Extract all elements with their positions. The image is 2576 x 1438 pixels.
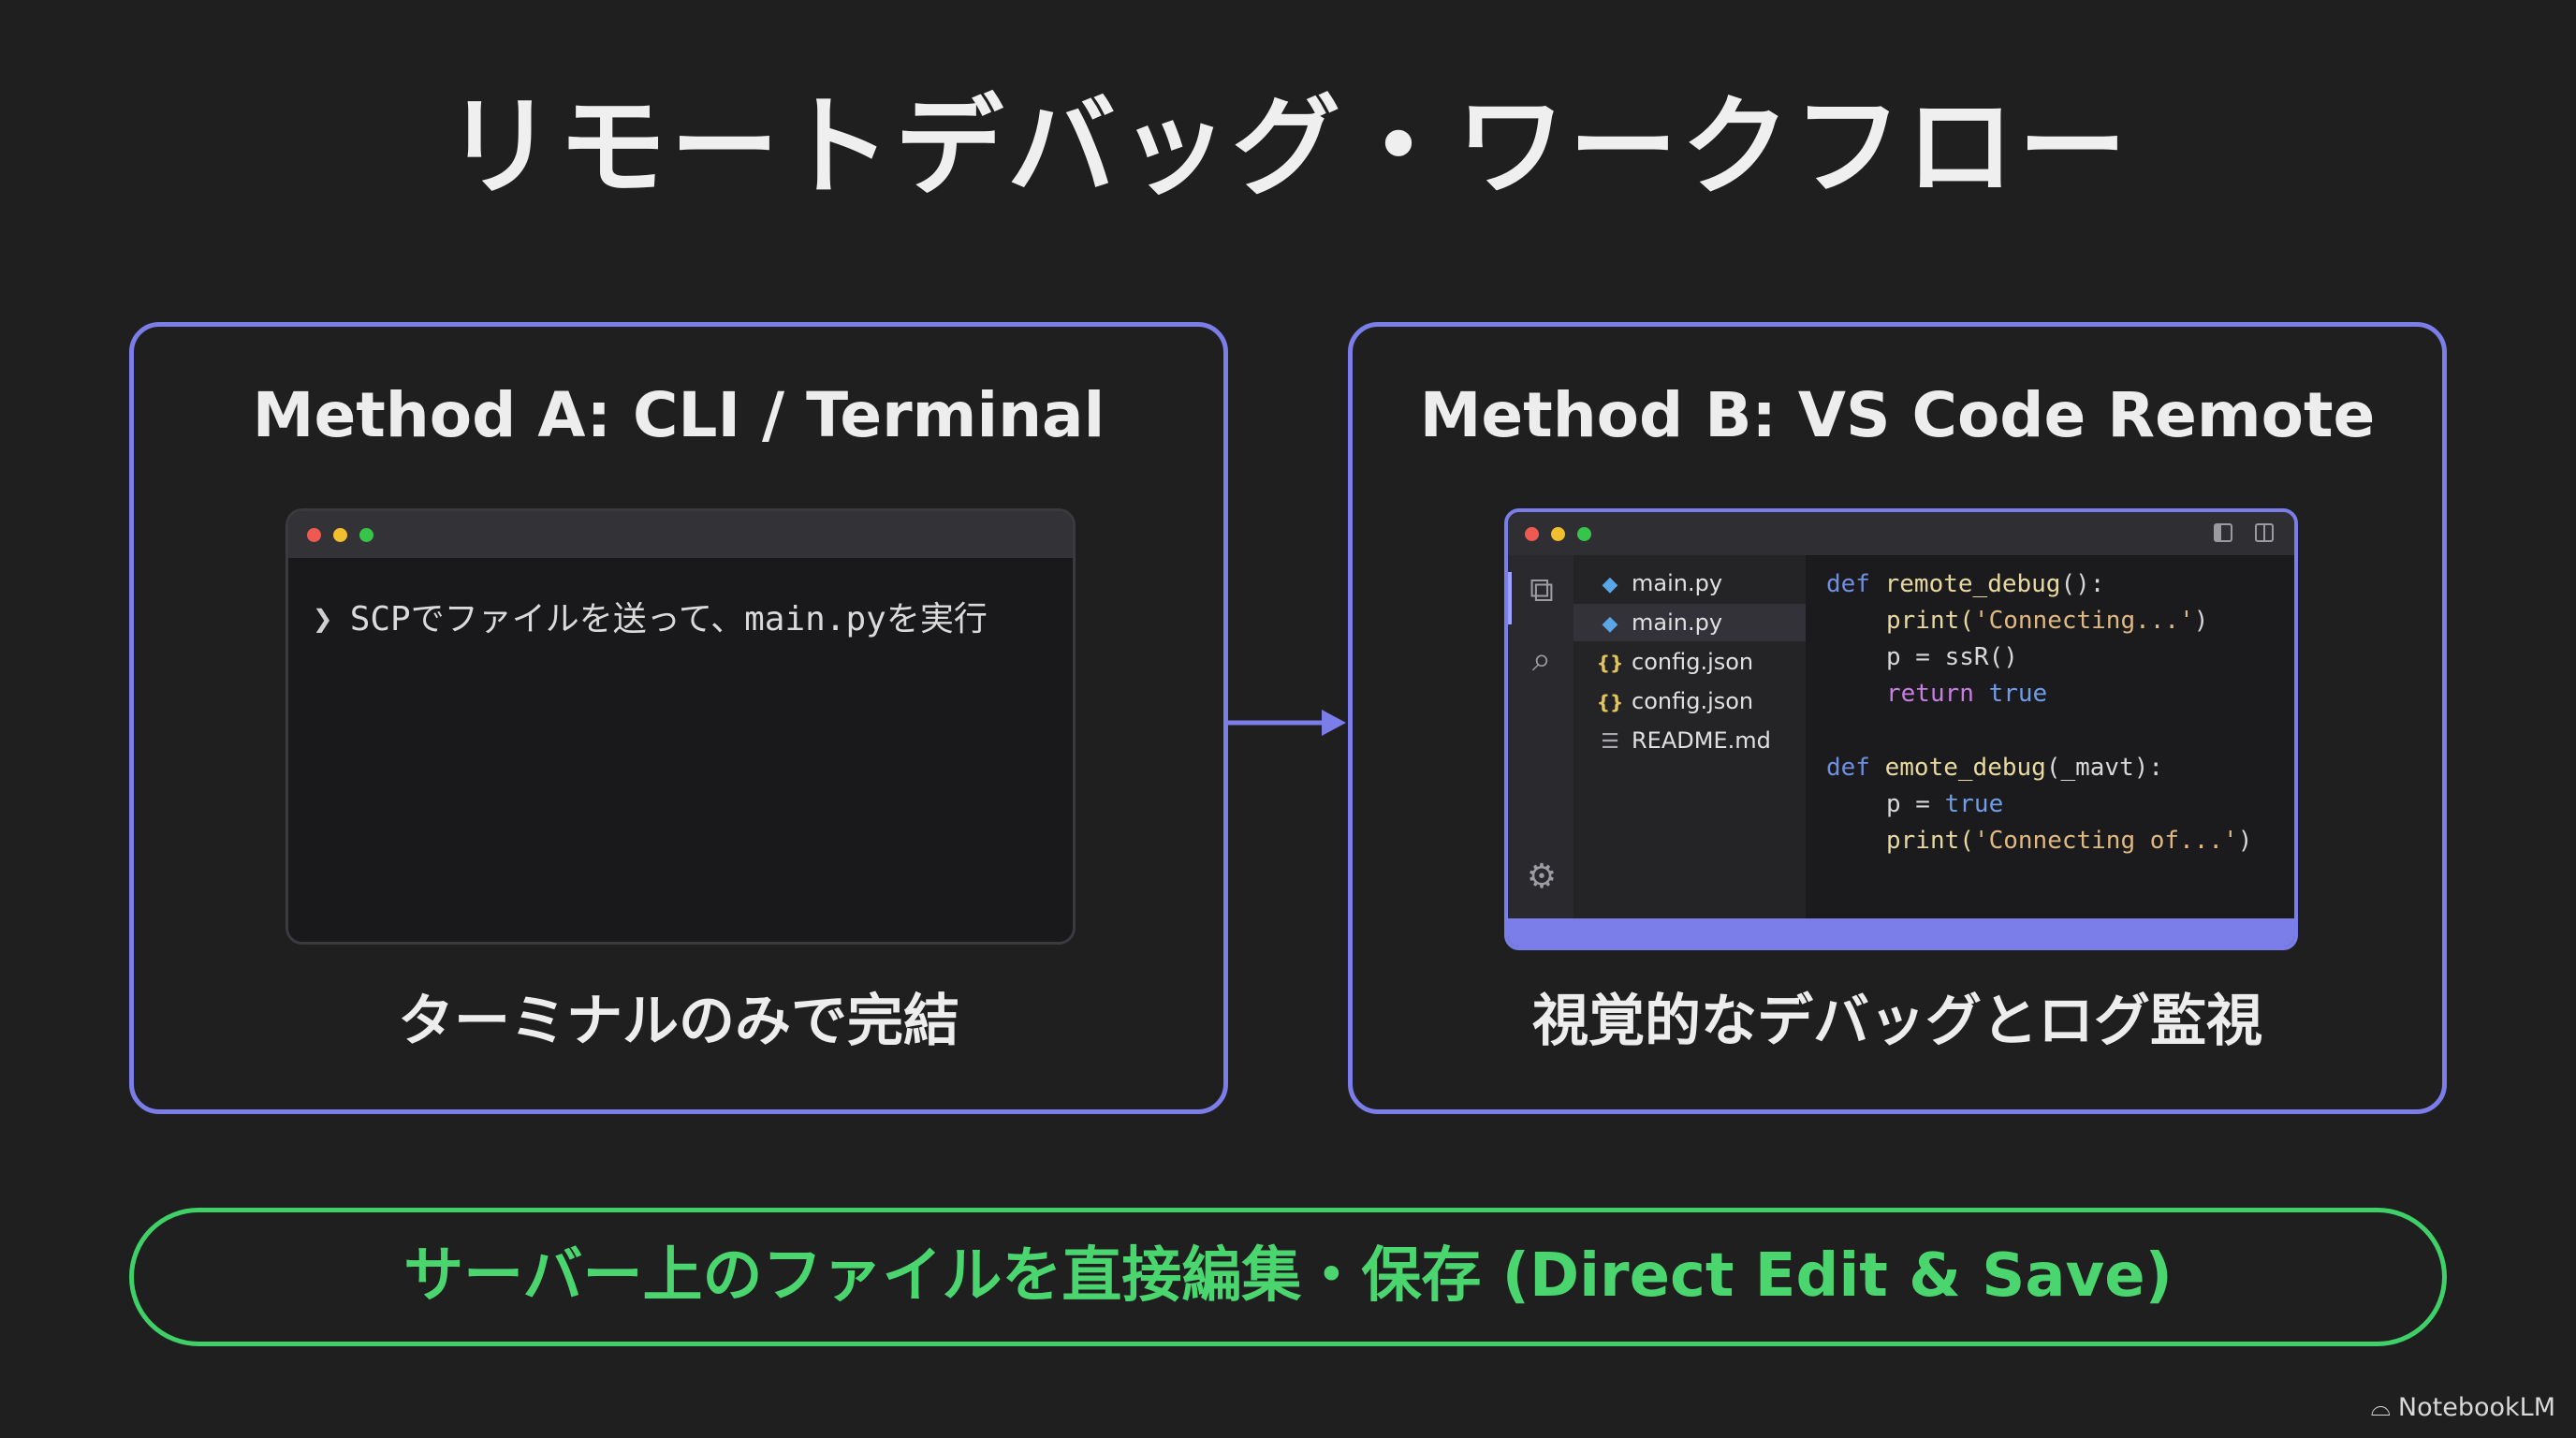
file-item-selected[interactable]: ◆ main.py	[1573, 604, 1806, 641]
summary-text: サーバー上のファイルを直接編集・保存 (Direct Edit & Save)	[403, 1241, 2173, 1311]
file-name: config.json	[1632, 688, 1754, 714]
json-file-icon: {}	[1596, 652, 1624, 674]
active-indicator	[1508, 572, 1512, 624]
vscode-titlebar	[1508, 512, 2294, 555]
python-file-icon: ◆	[1602, 573, 1618, 596]
split-editor-icon[interactable]	[2255, 523, 2274, 542]
method-a-caption: ターミナルのみで完結	[398, 989, 959, 1054]
code-line: def remote_debug():	[1826, 570, 2105, 598]
file-explorer: ◆ main.py ◆ main.py {} config.json {} config…	[1573, 555, 1806, 918]
maximize-dot-icon	[1577, 527, 1591, 541]
files-icon[interactable]: ⧉	[1530, 571, 1554, 609]
python-file-icon: ◆	[1602, 612, 1618, 636]
code-line: def emote_debug(_mavt):	[1826, 754, 2164, 782]
method-b-heading: Method B: VS Code Remote	[1419, 379, 2376, 451]
watermark-text: NotebookLM	[2397, 1393, 2555, 1422]
code-line: p = ssR()	[1886, 643, 2018, 671]
code-line: print('Connecting of...')	[1886, 827, 2253, 855]
json-file-icon: {}	[1596, 691, 1624, 713]
file-item[interactable]: ☰ README.md	[1573, 722, 1806, 759]
method-b-panel: Method B: VS Code Remote ⧉ ⌕ ⚙ ◆ main.py	[1348, 322, 2447, 1114]
code-line: p = true	[1886, 790, 2004, 818]
file-item[interactable]: {} config.json	[1573, 682, 1806, 720]
notebooklm-watermark: ⌓NotebookLM	[2371, 1393, 2555, 1423]
terminal-command-line: ❯ SCPでファイルを送って、main.pyを実行	[313, 592, 988, 640]
maximize-dot-icon	[359, 528, 373, 542]
code-editor[interactable]: def remote_debug(): print('Connecting...…	[1806, 555, 2294, 918]
terminal-window: ❯ SCPでファイルを送って、main.pyを実行	[285, 508, 1076, 945]
file-name: README.md	[1632, 727, 1771, 754]
markdown-file-icon: ☰	[1601, 730, 1619, 754]
minimize-dot-icon	[1551, 527, 1565, 541]
status-bar	[1508, 918, 2294, 946]
file-item[interactable]: {} config.json	[1573, 643, 1806, 681]
slide-title: リモートデバッグ・ワークフロー	[446, 84, 2130, 211]
file-item[interactable]: ◆ main.py	[1573, 565, 1806, 602]
file-name: main.py	[1632, 570, 1723, 596]
method-a-panel: Method A: CLI / Terminal ❯ SCPでファイルを送って、m…	[129, 322, 1228, 1114]
method-b-caption: 視覚的なデバッグとログ監視	[1532, 989, 2262, 1054]
close-dot-icon	[307, 528, 321, 542]
chevron-right-icon: ❯	[313, 600, 333, 638]
activity-bar: ⧉ ⌕ ⚙	[1508, 555, 1573, 918]
summary-pill: サーバー上のファイルを直接編集・保存 (Direct Edit & Save)	[129, 1208, 2447, 1346]
file-name: main.py	[1632, 609, 1723, 636]
close-dot-icon	[1525, 527, 1539, 541]
code-line: return true	[1886, 680, 2048, 708]
notebooklm-logo-icon: ⌓	[2370, 1393, 2391, 1422]
method-a-heading: Method A: CLI / Terminal	[252, 379, 1105, 451]
search-icon[interactable]: ⌕	[1531, 640, 1552, 679]
toggle-sidebar-icon[interactable]	[2214, 523, 2232, 542]
vscode-window: ⧉ ⌕ ⚙ ◆ main.py ◆ main.py {} config.json {}…	[1504, 508, 2298, 950]
arrow-right-icon	[1228, 710, 1346, 736]
code-line: print('Connecting...')	[1886, 607, 2209, 635]
terminal-command-text: SCPでファイルを送って、main.pyを実行	[349, 600, 988, 638]
minimize-dot-icon	[333, 528, 347, 542]
terminal-titlebar	[288, 511, 1073, 558]
gear-icon[interactable]: ⚙	[1526, 858, 1558, 896]
file-name: config.json	[1632, 649, 1754, 675]
